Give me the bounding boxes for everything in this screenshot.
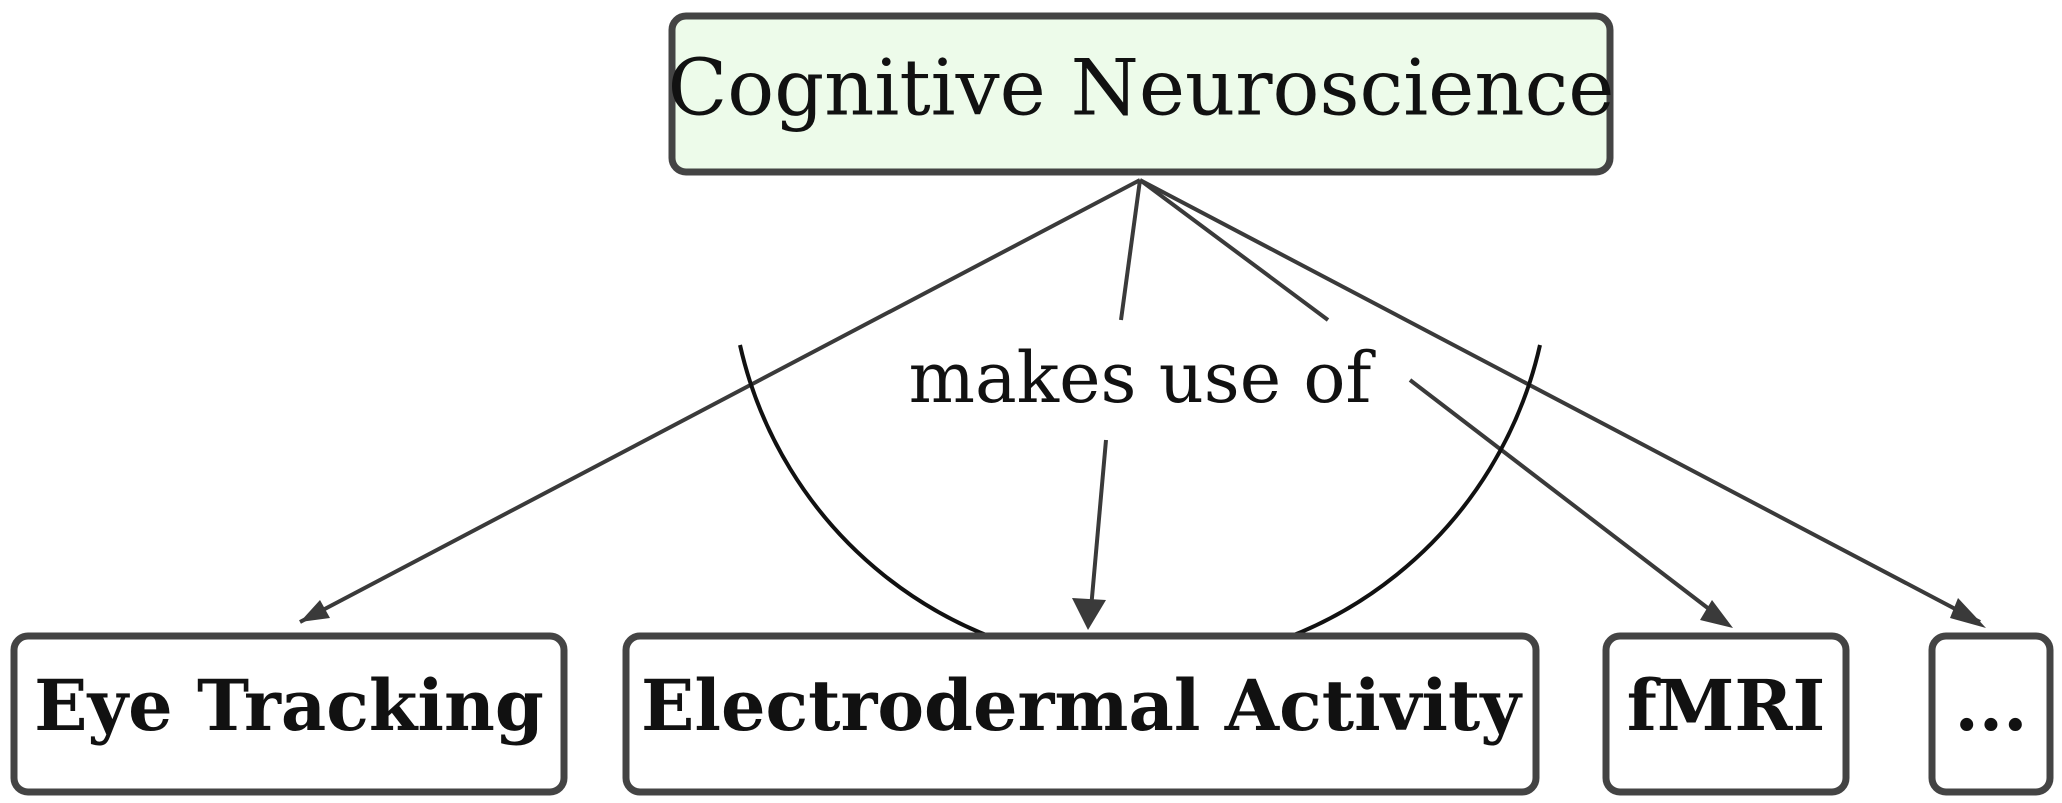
edge-to-electrodermal-activity-lower — [1088, 439, 1108, 621]
child-node-label: ... — [1954, 664, 2027, 747]
child-node-label: Electrodermal Activity — [641, 664, 1523, 747]
edge-to-more — [1139, 178, 1981, 624]
relation-label: makes use of — [909, 337, 1377, 419]
arrowhead-fmri — [1700, 600, 1733, 628]
edge-to-eye-tracking — [299, 178, 1141, 624]
arrowhead-electrodermal-activity — [1072, 598, 1106, 630]
edge-to-fmri-lower — [1408, 378, 1728, 624]
child-node-fmri: fMRI — [1602, 632, 1850, 796]
child-node-box — [10, 632, 568, 796]
child-node-label: fMRI — [1627, 664, 1826, 747]
child-node-eye-tracking: Eye Tracking — [10, 632, 568, 796]
child-node-label: Eye Tracking — [34, 664, 544, 747]
child-node-box — [1602, 632, 1850, 796]
edge-to-fmri-upper — [1138, 178, 1330, 322]
child-node-more: ... — [1928, 632, 2054, 796]
arrowhead-more — [1950, 598, 1986, 628]
root-node-box — [668, 12, 1614, 176]
root-node-label: Cognitive Neuroscience — [668, 44, 1615, 134]
edges — [299, 178, 1986, 667]
child-node-box — [1928, 632, 2054, 796]
child-node-box — [622, 632, 1540, 796]
edge-to-electrodermal-activity-upper — [1119, 179, 1142, 321]
child-node-electrodermal-activity: Electrodermal Activity — [622, 632, 1540, 796]
root-node: Cognitive Neuroscience — [668, 12, 1615, 176]
arrowhead-eye-tracking — [300, 600, 330, 622]
